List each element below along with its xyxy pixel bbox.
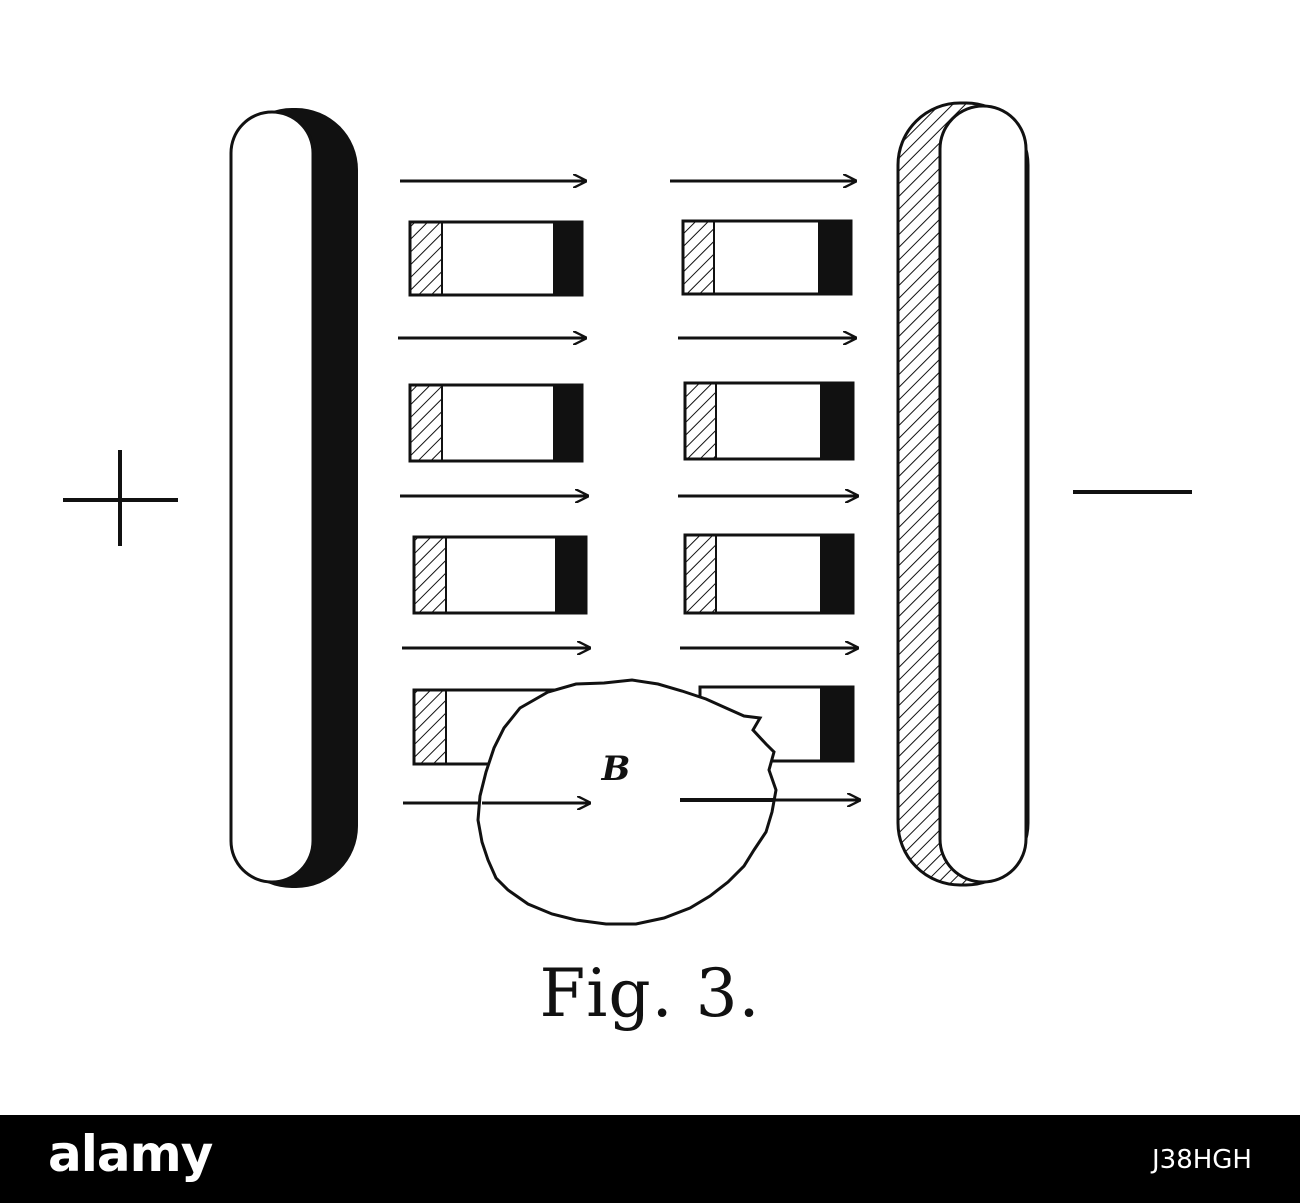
- dipole: [681, 219, 853, 296]
- brand-logo: alamy: [48, 1125, 213, 1183]
- diagram-figure: + −: [63, 101, 1192, 926]
- dipoles-left: [408, 220, 588, 766]
- left-electrode: [229, 108, 358, 888]
- dipole: [683, 533, 855, 615]
- image-id: J38HGH: [1151, 1145, 1252, 1175]
- dipole: [683, 381, 855, 461]
- watermark-bar: alamy J38HGH: [0, 1115, 1300, 1203]
- right-electrode: [896, 101, 1030, 887]
- region-b: B: [476, 678, 778, 926]
- minus-sign: −: [1073, 490, 1192, 494]
- region-b-label: B: [601, 749, 631, 789]
- dipole: [408, 220, 584, 297]
- dipole: [408, 383, 584, 463]
- region-b-outline: [476, 678, 778, 926]
- figure-caption: Fig. 3.: [539, 955, 761, 1032]
- field-arrows-right: [670, 181, 860, 800]
- dipole: [412, 535, 588, 615]
- dipoles-right: [681, 219, 855, 763]
- plus-sign: +: [63, 450, 178, 546]
